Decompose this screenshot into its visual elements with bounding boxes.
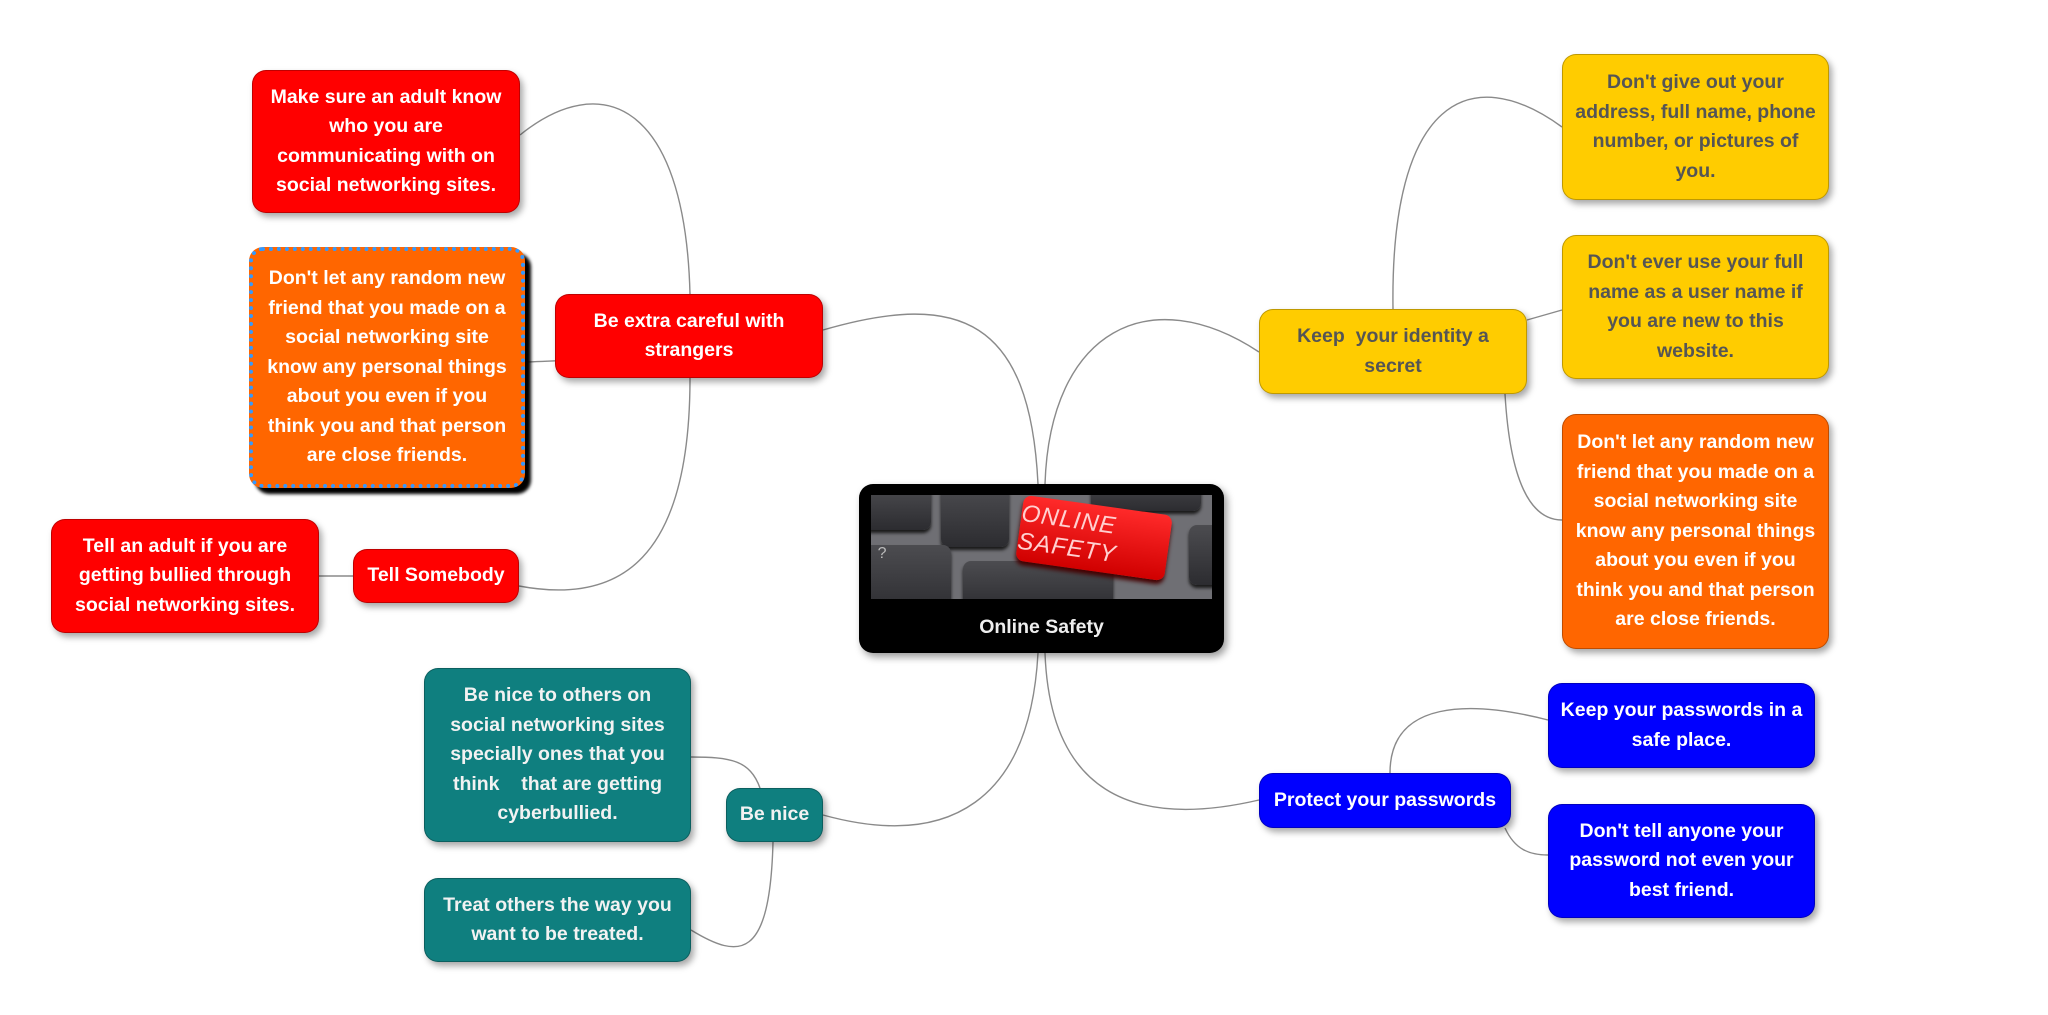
link-central-passwords (1044, 652, 1260, 811)
node-passwords[interactable]: Protect your passwords (1259, 773, 1511, 828)
node-identity[interactable]: Keep your identity a secret (1259, 309, 1527, 394)
link-passwords-tell (1504, 827, 1549, 856)
node-be-nice[interactable]: Be nice (726, 788, 823, 842)
node-keep-passwords[interactable]: Keep your passwords in a safe place. (1548, 683, 1815, 768)
node-tell-adult[interactable]: Tell an adult if you are getting bullied… (51, 519, 319, 633)
node-label: Be nice to others on social networking s… (450, 684, 671, 825)
node-nice-others[interactable]: Be nice to others on social networking s… (424, 668, 691, 842)
link-identity-username (1526, 309, 1563, 321)
node-label: Tell Somebody (367, 564, 505, 587)
node-random-friend-right[interactable]: Don't let any random new friend that you… (1562, 414, 1829, 649)
node-label: Don't let any random new friend that you… (1575, 431, 1816, 631)
link-strangers-adult (519, 103, 691, 295)
link-central-strangers (822, 313, 1039, 485)
node-give-out[interactable]: Don't give out your address, full name, … (1562, 54, 1829, 200)
node-label: Don't ever use your full name as a user … (1587, 251, 1804, 362)
node-treat-others[interactable]: Treat others the way you want to be trea… (424, 878, 691, 962)
node-adult-know[interactable]: Make sure an adult know who you are comm… (252, 70, 520, 213)
node-label: Treat others the way you want to be trea… (443, 893, 672, 946)
node-label: Don't tell anyone your password not even… (1569, 819, 1794, 901)
node-label: Don't give out your address, full name, … (1575, 71, 1816, 182)
node-label: Don't let any random new friend that you… (267, 267, 507, 467)
link-passwords-keep (1389, 708, 1549, 774)
node-user-name[interactable]: Don't ever use your full name as a user … (1562, 235, 1829, 379)
node-tell-somebody[interactable]: Tell Somebody (353, 549, 519, 603)
link-central-nice (822, 652, 1039, 827)
link-strangers-tell (518, 377, 691, 591)
node-label: Be extra careful with strangers (593, 309, 785, 362)
node-label: Protect your passwords (1273, 788, 1497, 811)
link-central-identity (1044, 318, 1260, 485)
link-nice-others (690, 756, 761, 789)
node-label: Be nice (739, 803, 810, 826)
central-label: Online Safety (979, 615, 1104, 638)
link-identity-friend (1504, 393, 1563, 521)
link-nice-treat (690, 841, 774, 948)
link-identity-giveout (1392, 96, 1563, 310)
node-label: Keep your passwords in a safe place. (1560, 699, 1803, 751)
keyboard-image: ? ONLINE SAFETY (871, 495, 1212, 599)
node-strangers[interactable]: Be extra careful with strangers (555, 294, 823, 378)
node-label: Keep your identity a secret (1297, 325, 1495, 377)
central-node[interactable]: ? ONLINE SAFETY Online Safety (859, 484, 1224, 653)
node-label: Make sure an adult know who you are comm… (270, 85, 502, 197)
node-label: Tell an adult if you are getting bullied… (75, 534, 295, 616)
node-random-friend-left[interactable]: Don't let any random new friend that you… (249, 247, 525, 488)
node-dont-tell[interactable]: Don't tell anyone your password not even… (1548, 804, 1815, 918)
